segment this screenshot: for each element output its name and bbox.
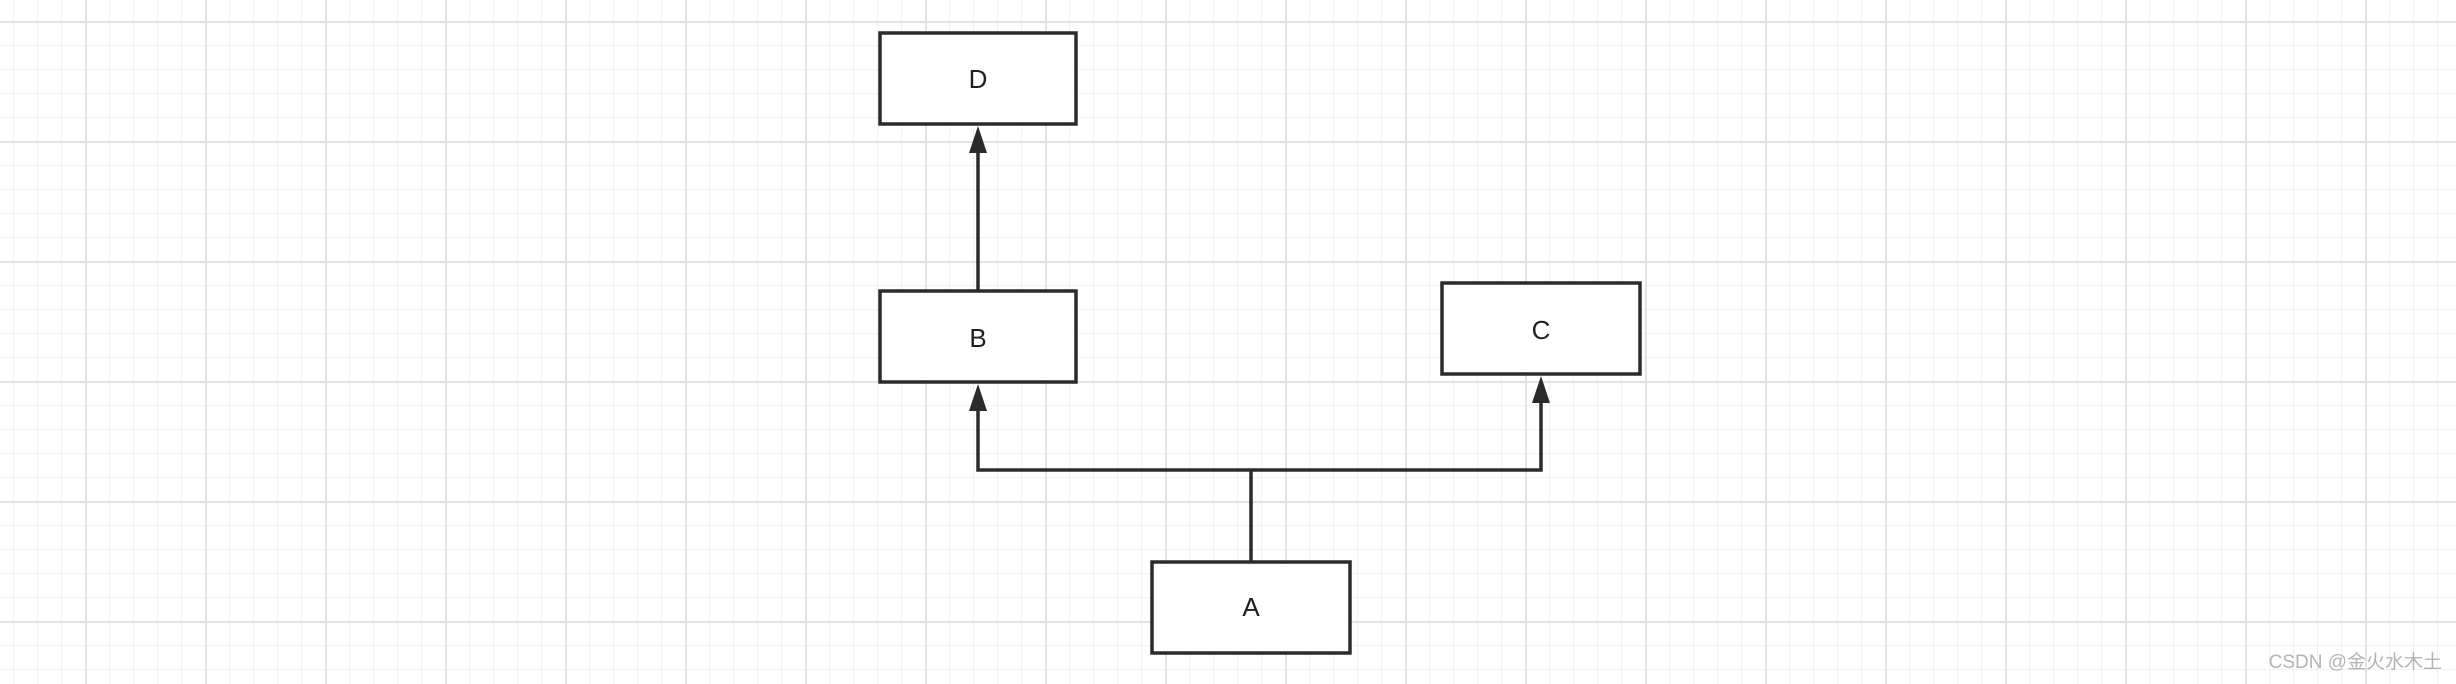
node-b-box bbox=[878, 289, 1078, 384]
arrowhead-into-c bbox=[1532, 376, 1550, 403]
arrowhead-into-d bbox=[969, 126, 987, 153]
node-d-label: D bbox=[969, 64, 988, 94]
node-d-box bbox=[878, 31, 1078, 126]
node-a-box bbox=[1150, 560, 1352, 655]
arrowhead-into-b bbox=[969, 384, 987, 411]
watermark-text: CSDN @金火水木土 bbox=[2268, 652, 2442, 673]
node-c-box bbox=[1440, 281, 1642, 376]
node-d[interactable]: D bbox=[878, 31, 1078, 126]
node-a[interactable]: A bbox=[1150, 560, 1352, 655]
node-b[interactable]: B bbox=[878, 289, 1078, 384]
node-b-label: B bbox=[969, 323, 986, 353]
node-a-label: A bbox=[1242, 592, 1260, 622]
edge-a-to-b bbox=[976, 408, 1251, 472]
edge-a-to-c bbox=[1251, 400, 1543, 472]
node-c-label: C bbox=[1532, 315, 1551, 345]
node-c[interactable]: C bbox=[1440, 281, 1642, 376]
